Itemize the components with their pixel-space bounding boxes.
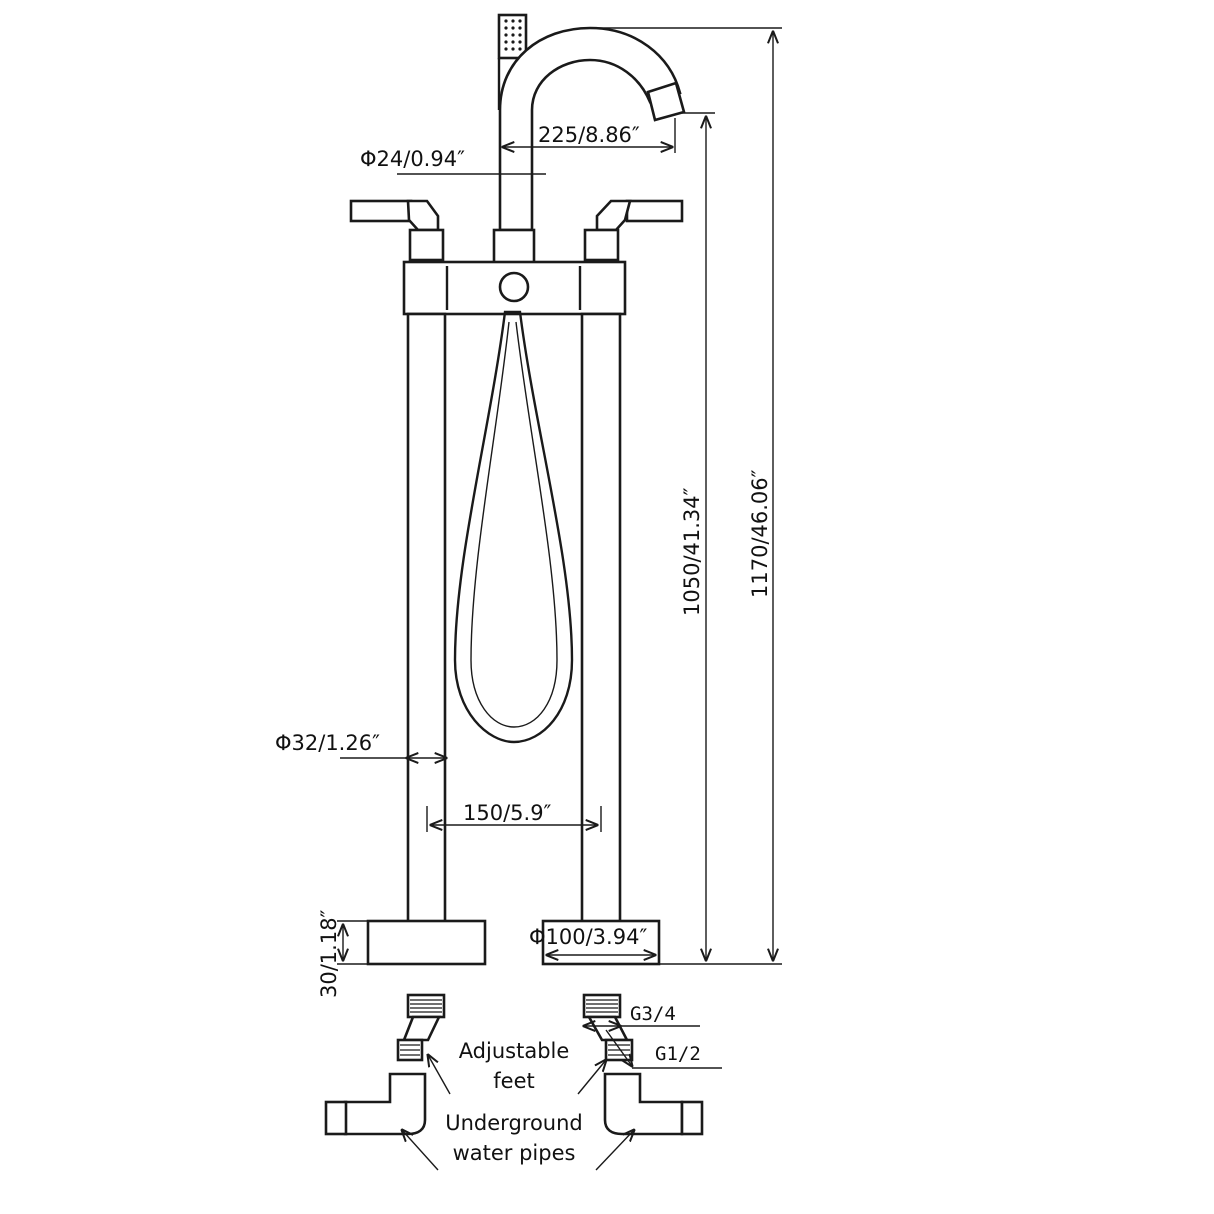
underground-pipes-label-line1: Underground — [445, 1111, 583, 1135]
faucet-body — [349, 13, 686, 966]
left-handle — [349, 199, 445, 262]
spout-outlet — [646, 81, 686, 122]
dimension-lines — [337, 27, 782, 965]
column-diameter-label: Φ32/1.26″ — [275, 731, 380, 755]
base-height-label: 30/1.18″ — [317, 909, 341, 998]
base-diameter-label: Φ100/3.94″ — [529, 925, 647, 949]
left-column — [406, 312, 447, 926]
left-adjustable-foot — [396, 993, 446, 1062]
left-underground-pipe — [324, 1072, 427, 1136]
diverter-stem — [492, 228, 536, 268]
adjustable-feet-label-line2: feet — [493, 1069, 534, 1093]
right-adjustable-foot — [582, 993, 634, 1062]
installation-accessories: G3/4 G1/2 Adjustable feet Underground wa… — [324, 993, 722, 1171]
right-column — [580, 312, 622, 926]
spout-reach-label: 225/8.86″ — [538, 123, 640, 147]
shower-hose — [453, 310, 574, 744]
hand-shower-nozzles — [504, 19, 522, 51]
dimension-labels: 225/8.86″ Φ24/0.94″ Φ32/1.26″ 150/5.9″ Φ… — [275, 123, 772, 998]
left-base — [366, 919, 487, 966]
outlet-height-label: 1050/41.34″ — [680, 487, 704, 616]
adjustable-feet-label-line1: Adjustable — [459, 1039, 570, 1063]
spout-tube-diameter-label: Φ24/0.94″ — [360, 147, 465, 171]
thread-g34-label: G3/4 — [630, 1003, 676, 1025]
total-height-label: 1170/46.06″ — [748, 469, 772, 598]
right-underground-pipe — [603, 1072, 704, 1136]
diverter-knob — [498, 271, 530, 303]
thread-g12-label: G1/2 — [655, 1043, 701, 1065]
column-spacing-label: 150/5.9″ — [463, 801, 552, 825]
right-handle — [583, 199, 684, 262]
underground-pipes-label-line2: water pipes — [453, 1141, 576, 1165]
